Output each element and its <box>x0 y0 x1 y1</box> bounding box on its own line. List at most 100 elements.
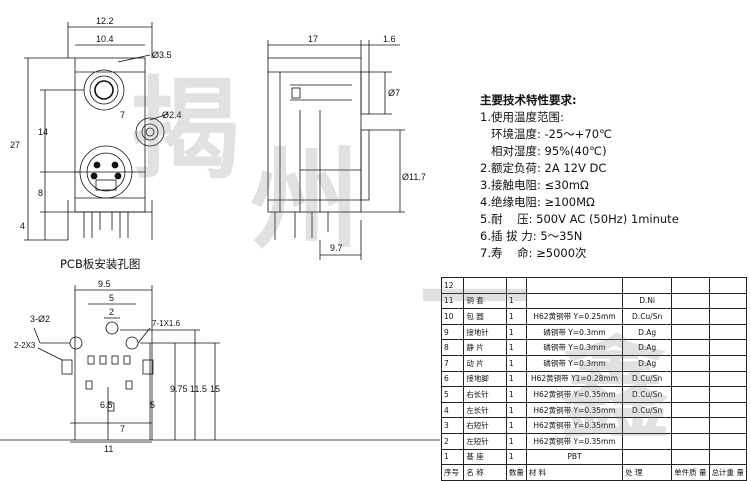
bom-cell-name: 左长针 <box>463 401 507 419</box>
dim-17: 17 <box>308 34 318 44</box>
side-dimensions <box>267 40 405 260</box>
pcb-layout <box>0 285 440 443</box>
bom-cell-name: 右长针 <box>463 386 507 403</box>
bom-header-qty: 数量 <box>505 464 527 481</box>
bom-cell-qty: 1 <box>505 386 527 403</box>
pcb-label-3-2: 3-Ø2 <box>30 314 50 324</box>
bom-cell-qty: 1 <box>505 432 527 450</box>
bom-cell-no: 2 <box>440 432 465 450</box>
pcb-label-2-2x3: 2-2X3 <box>14 341 36 350</box>
spec-line: 环境温度: -25～+70℃ <box>480 127 612 141</box>
bom-cell-finish <box>622 277 673 294</box>
pcb-dim-5-v: 5 <box>150 400 155 410</box>
bom-cell-unit <box>671 323 710 341</box>
bom-cell-qty: 1 <box>505 417 527 434</box>
bom-cell-material: H62黄铜带 Y=0.35mm <box>525 401 624 419</box>
dim-2-4: Ø2.4 <box>162 110 182 120</box>
bom-cell-unit <box>671 292 710 310</box>
watermark-char-1: 揭 <box>130 65 240 194</box>
bom-cell-unit <box>671 308 710 325</box>
bom-cell-no: 4 <box>440 401 465 419</box>
bom-cell-unit <box>671 401 710 419</box>
bom-cell-unit <box>671 277 710 294</box>
bom-cell-qty: 1 <box>505 448 527 466</box>
pcb-dim-9-75: 9.75 <box>170 384 188 394</box>
dim-1-6: 1.6 <box>383 34 396 44</box>
bom-cell-unit <box>671 370 710 388</box>
pcb-dim-7-h: 7 <box>120 424 125 434</box>
bom-cell-qty: 1 <box>505 370 527 388</box>
spec-line: 4.绝缘电阻: ≥100MΩ <box>480 195 595 209</box>
bom-cell-name: 右短针 <box>463 417 507 434</box>
bom-cell-unit <box>671 339 710 356</box>
bom-cell-no: 3 <box>440 417 465 434</box>
bom-cell-no: 1 <box>440 448 465 466</box>
spec-line: 2.额定负荷: 2A 12V DC <box>480 161 607 175</box>
bom-cell-total <box>708 401 748 419</box>
bom-header-material: 材 料 <box>525 464 624 481</box>
pcb-dim-11: 11 <box>104 444 113 454</box>
bom-header-row: 序号 名 称 数量 材 料 处 理 单件质 量 总计重 量 <box>440 464 748 481</box>
pcb-label-7-1x1-6: 7-1X1.6 <box>152 319 181 328</box>
bom-cell-no: 11 <box>440 292 465 310</box>
bom-cell-name: 左短针 <box>463 432 507 450</box>
bom-cell-material <box>525 277 624 294</box>
bom-row: 12 <box>440 277 748 294</box>
bom-header-no: 序号 <box>440 464 465 481</box>
pcb-dim-11-5: 11.5 <box>190 384 207 394</box>
bom-cell-no: 5 <box>440 386 465 403</box>
bom-cell-total <box>708 354 748 372</box>
dim-7-front: 7 <box>120 110 125 120</box>
dim-7-side: Ø7 <box>388 88 400 98</box>
bom-cell-total <box>708 308 748 325</box>
front-dimensions <box>24 22 169 241</box>
side-view-outline <box>267 57 370 240</box>
dim-12-2: 12.2 <box>96 16 114 26</box>
bom-cell-total <box>708 339 748 356</box>
pcb-dim-15: 15 <box>210 384 220 394</box>
spec-line: 1.使用温度范围: <box>480 110 564 124</box>
bom-cell-total <box>708 417 748 434</box>
spec-line: 6.插 拔 力: 5～35N <box>480 229 583 243</box>
watermark-char-4: 鑫 <box>560 325 670 454</box>
bom-cell-total <box>708 370 748 388</box>
bom-cell-total <box>708 386 748 403</box>
bom-cell-name: 基 座 <box>463 448 507 466</box>
front-view-outline <box>67 57 165 240</box>
dim-8: 8 <box>38 188 43 198</box>
spec-line: 3.接触电阻: ≤30mΩ <box>480 178 589 192</box>
pcb-dim-5: 5 <box>109 293 114 303</box>
specs-title: 主要技术特性要求: <box>480 93 577 107</box>
bom-cell-name: 接地脚 <box>463 370 507 388</box>
dim-27: 27 <box>10 140 20 150</box>
dim-4: 4 <box>20 221 25 231</box>
bom-cell-qty: 1 <box>505 401 527 419</box>
bom-cell-unit <box>671 448 710 466</box>
bom-cell-no: 6 <box>440 370 465 388</box>
pcb-title: PCB板安装孔图 <box>60 257 141 271</box>
dim-14: 14 <box>38 127 48 137</box>
bom-cell-total <box>708 292 748 310</box>
bom-cell-unit <box>671 417 710 434</box>
pcb-dim-9-5: 9.5 <box>98 279 111 289</box>
dim-3-5: Ø3.5 <box>152 50 172 60</box>
pcb-dim-6-5: 6.5 <box>100 400 113 410</box>
dim-10-4: 10.4 <box>96 34 114 44</box>
bom-cell-unit <box>671 432 710 450</box>
dim-9-7: 9.7 <box>330 243 343 253</box>
bom-header-finish: 处 理 <box>622 464 673 481</box>
bom-header-unit: 单件质 量 <box>671 464 710 481</box>
bom-cell-total <box>708 277 748 294</box>
pcb-dim-2: 2 <box>109 307 114 317</box>
spec-line: 5.耐 压: 500V AC (50Hz) 1minute <box>480 212 679 226</box>
bom-cell-unit <box>671 386 710 403</box>
bom-cell-total <box>708 432 748 450</box>
specs-list: 1.使用温度范围: 环境温度: -25～+70℃ 相对湿度: 95%(40℃)2… <box>480 109 679 262</box>
bom-header-total: 总计重 量 <box>708 464 748 481</box>
dim-11-7: Ø11.7 <box>402 172 426 182</box>
spec-line: 7.寿 命: ≥5000次 <box>480 246 587 260</box>
